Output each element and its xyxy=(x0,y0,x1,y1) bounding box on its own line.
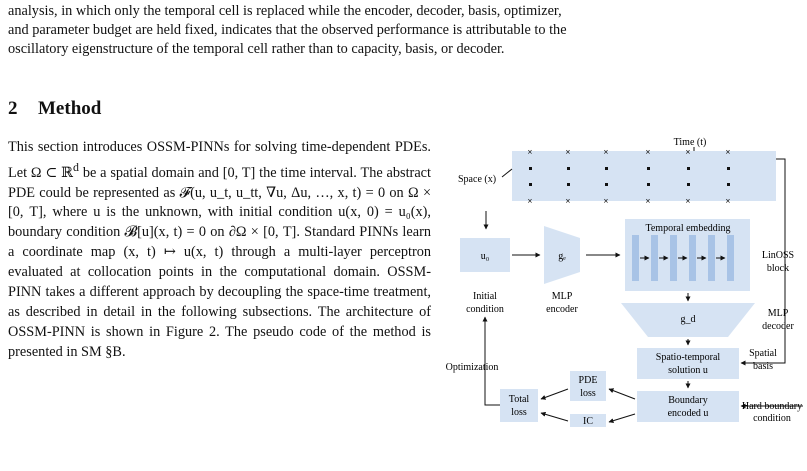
u0-box xyxy=(460,238,510,272)
grid-point: × xyxy=(565,147,570,157)
total-loss-label-1: Total xyxy=(509,394,530,405)
math-map: (x, t) ↦ u(x, t) xyxy=(123,244,224,261)
math-pde: 𝓕(u, u_t, u_tt, ∇u, Δu, …, x, t) = 0 xyxy=(179,184,386,201)
boundary-encoded-label-1: Boundary xyxy=(668,395,707,406)
space-axis-tick xyxy=(501,168,513,178)
linoss-cells xyxy=(632,235,734,281)
u0-label: u₀ xyxy=(481,251,490,262)
arrow-ic-to-total xyxy=(540,411,569,422)
grid-point: × xyxy=(603,147,608,157)
arrow-boundary-to-pde xyxy=(608,388,636,400)
mlp-decoder-label-2: decoder xyxy=(762,321,794,332)
architecture-diagram: Time (t) × × × × × × × × × × × × Space (… xyxy=(446,137,803,427)
grid-point: × xyxy=(527,196,532,206)
total-loss-label-2: loss xyxy=(511,407,527,418)
space-time-grid xyxy=(512,151,776,201)
spatial-basis-label-2: basis xyxy=(753,361,773,372)
intro-line-3: oscillatory eigenstructure of the tempor… xyxy=(8,41,505,57)
hard-boundary-label-2: condition xyxy=(753,413,791,424)
mlp-encoder-label-2: encoder xyxy=(546,304,578,315)
pde-loss-box xyxy=(570,371,606,401)
intro-paragraph: analysis, in which only the temporal cel… xyxy=(8,2,800,59)
ic-loss-label-1: IC xyxy=(583,416,593,427)
math-d: d xyxy=(73,159,79,174)
math-ic: u(x, 0) = u₀(x) xyxy=(338,204,428,221)
text-s4: on xyxy=(385,184,409,201)
time-label: Time (t) xyxy=(674,137,707,148)
total-loss-box xyxy=(500,389,538,422)
method-paragraph: This section introduces OSSM-PINNs for s… xyxy=(8,138,431,363)
solution-box xyxy=(637,348,739,379)
grid-point: × xyxy=(527,147,532,157)
text-s1: This section introduces OSSM-PINNs for s… xyxy=(8,139,431,181)
intro-line-1: analysis, in which only the temporal cel… xyxy=(8,3,562,19)
math-domain: Ω × [0, T] xyxy=(8,184,432,221)
ic-loss-box xyxy=(570,414,606,427)
solution-label-1: Spatio-temporal xyxy=(656,352,721,363)
interior-points xyxy=(529,167,730,186)
spatial-basis-label-1: Spatial xyxy=(749,348,777,359)
ge-label: gₑ xyxy=(558,251,566,262)
collocation-points: × × × × × × × × × × × × xyxy=(527,147,730,206)
intro-line-2: and parameter budget are held fixed, ind… xyxy=(8,22,567,38)
boundary-encoded-box xyxy=(637,391,739,422)
space-label: Space (x) xyxy=(458,174,496,185)
initial-condition-label-2: condition xyxy=(466,304,504,315)
grid-point: × xyxy=(725,196,730,206)
gd-label: g_d xyxy=(681,314,696,325)
section-heading: 2 Method xyxy=(8,98,101,120)
optimization-label: Optimization xyxy=(446,362,499,373)
pde-loss-label-2: loss xyxy=(580,388,596,399)
math-boundary: ∂Ω × [0, T] xyxy=(228,224,297,241)
grid-point: × xyxy=(725,147,730,157)
temporal-embedding-label: Temporal embedding xyxy=(645,223,730,234)
mlp-decoder-shape xyxy=(621,303,755,337)
grid-point: × xyxy=(603,196,608,206)
arrow-optimization xyxy=(482,316,500,406)
grid-point: × xyxy=(645,147,650,157)
arrow-boundary-to-ic xyxy=(608,413,636,424)
mlp-decoder-label-1: MLP xyxy=(768,308,789,319)
text-s9: through a multi-layer perceptron evaluat… xyxy=(8,244,432,360)
grid-point: × xyxy=(565,196,570,206)
text-s6: , boundary condition xyxy=(8,204,431,241)
text-s5: , where u is the unknown, with initial c… xyxy=(42,204,339,221)
grid-point: × xyxy=(685,196,690,206)
initial-condition-label-1: Initial xyxy=(473,291,497,302)
pde-loss-label-1: PDE xyxy=(579,375,598,386)
section-title: Method xyxy=(38,98,102,119)
text-s8: . Standard PINNs learn a coordinate map xyxy=(8,224,431,261)
hard-boundary-label-1: Hard boundary xyxy=(742,401,802,412)
mlp-encoder-shape xyxy=(544,226,580,284)
grid-point: × xyxy=(685,147,690,157)
text-s3: the time interval. The abstract PDE coul… xyxy=(8,164,431,201)
grid-point: × xyxy=(645,196,650,206)
mlp-encoder-label-1: MLP xyxy=(552,291,573,302)
architecture-figure: Time (t) × × × × × × × × × × × × Space (… xyxy=(438,131,807,427)
text-s2: be a spatial domain and xyxy=(79,164,223,181)
solution-label-2: solution u xyxy=(668,365,708,376)
section-number: 2 xyxy=(8,98,18,119)
linoss-label-2: block xyxy=(767,263,789,274)
math-omega: Ω ⊂ ℝ xyxy=(30,164,74,181)
arrow-spatial-basis xyxy=(740,158,786,366)
text-s7: on xyxy=(206,224,229,241)
linoss-label-1: LinOSS xyxy=(762,250,794,261)
math-bc: 𝓑[u](x, t) = 0 xyxy=(124,224,206,241)
arrow-pde-to-total xyxy=(540,388,569,400)
boundary-encoded-label-2: encoded u xyxy=(668,408,709,419)
math-interval: [0, T] xyxy=(222,164,256,181)
